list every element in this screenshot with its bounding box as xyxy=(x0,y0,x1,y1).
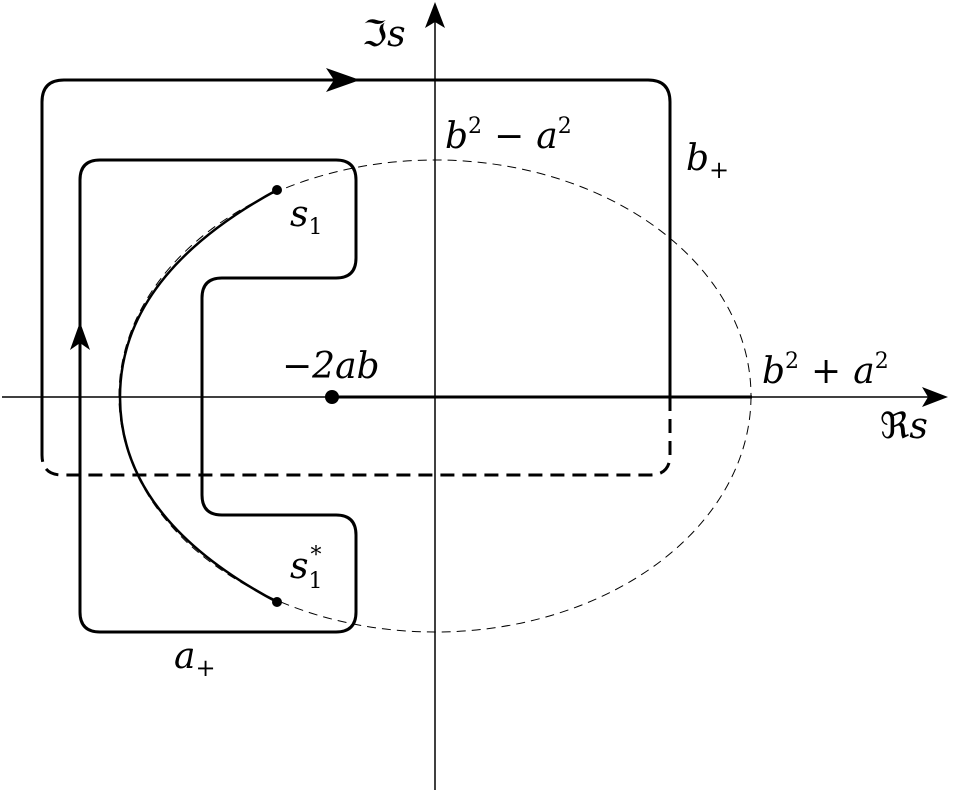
s1-point xyxy=(272,185,282,195)
top-intercept-label: b2−a2 xyxy=(445,114,572,157)
contour-a-plus-arrowhead xyxy=(70,322,90,350)
s1-conj-point xyxy=(272,597,282,607)
s1-conj-label: s1* xyxy=(290,543,322,594)
pole-label: −2ab xyxy=(282,346,380,387)
branch-arc xyxy=(118,188,278,604)
right-intercept-label: b2+a2 xyxy=(762,349,889,392)
real-axis-arrowhead xyxy=(922,387,948,407)
b-plus-label: b+ xyxy=(686,138,729,184)
contour-a-plus xyxy=(78,158,358,634)
real-axis-label: ℜs xyxy=(880,406,928,447)
contour-b-plus-dashed xyxy=(40,397,672,477)
a-plus-label: a+ xyxy=(174,636,216,682)
imag-axis-label: ℑs xyxy=(362,14,406,55)
pole-point xyxy=(325,390,339,404)
s1-label: s1 xyxy=(290,194,322,240)
imag-axis-arrowhead xyxy=(425,2,445,28)
contour-b-plus-arrowhead xyxy=(326,68,360,92)
